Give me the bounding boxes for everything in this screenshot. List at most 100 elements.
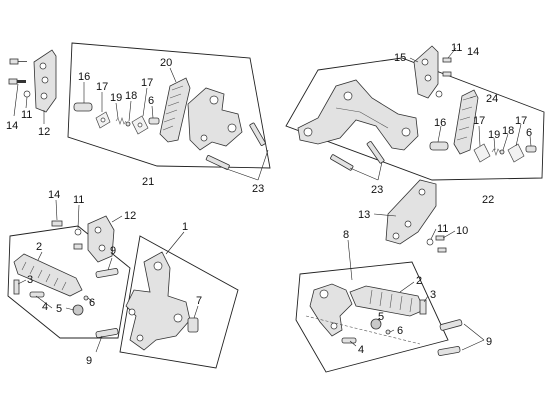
washer bbox=[435, 90, 443, 98]
assembly-frame bbox=[67, 42, 271, 169]
ball bbox=[385, 329, 391, 335]
callout-number: 16 bbox=[78, 71, 90, 83]
callout-number: 3 bbox=[430, 289, 436, 301]
callout-number: 3 bbox=[27, 274, 33, 286]
footpeg bbox=[159, 77, 191, 143]
screw bbox=[8, 78, 26, 85]
callout-number: 9 bbox=[86, 355, 92, 367]
screw bbox=[13, 279, 20, 295]
ball bbox=[125, 121, 131, 127]
screw bbox=[9, 58, 27, 65]
pin bbox=[525, 145, 537, 153]
pin bbox=[429, 141, 449, 151]
callout-number: 18 bbox=[125, 90, 137, 102]
footpeg bbox=[453, 89, 479, 155]
peg-hanger bbox=[187, 87, 243, 151]
callout-number: 6 bbox=[89, 297, 95, 309]
heel-plate bbox=[385, 179, 437, 245]
bolt bbox=[95, 268, 119, 278]
spring bbox=[115, 117, 127, 125]
callout-number: 11 bbox=[21, 109, 32, 121]
callout-number: 17 bbox=[473, 115, 485, 127]
callout-number: 5 bbox=[378, 311, 384, 323]
peg-hanger bbox=[297, 79, 419, 151]
washer bbox=[426, 238, 434, 246]
callout-number: 17 bbox=[96, 81, 108, 93]
callout-number: 10 bbox=[456, 225, 468, 237]
bolt bbox=[439, 319, 463, 331]
assembly-frame bbox=[285, 57, 545, 181]
callout-number: 14 bbox=[6, 120, 18, 132]
bolt bbox=[95, 328, 119, 338]
callout-number: 20 bbox=[160, 57, 172, 69]
screw bbox=[442, 57, 452, 63]
assembly-top-left bbox=[8, 42, 271, 170]
washer bbox=[74, 228, 82, 236]
callout-number: 16 bbox=[434, 117, 446, 129]
callout-number: 24 bbox=[486, 93, 498, 105]
assembly-bottom-left bbox=[7, 215, 239, 369]
bolt bbox=[330, 154, 354, 171]
callout-number: 8 bbox=[343, 229, 349, 241]
callout-number: 7 bbox=[196, 295, 202, 307]
callout-number: 23 bbox=[371, 184, 383, 196]
callout-number: 1 bbox=[182, 221, 188, 233]
bolt bbox=[437, 346, 461, 356]
peg-hanger bbox=[309, 283, 353, 337]
bracket bbox=[473, 143, 491, 163]
callout-number: 22 bbox=[482, 194, 494, 206]
callout-number: 4 bbox=[358, 344, 364, 356]
callout-number: 9 bbox=[110, 245, 116, 257]
bracket bbox=[507, 143, 525, 163]
screw bbox=[51, 220, 63, 227]
callout-number: 12 bbox=[38, 126, 50, 138]
washer bbox=[23, 90, 31, 98]
spring bbox=[491, 148, 501, 156]
callout-number: 6 bbox=[397, 325, 403, 337]
callout-number: 2 bbox=[416, 275, 422, 287]
screw bbox=[442, 71, 452, 77]
assembly-frame bbox=[119, 235, 239, 369]
bolt bbox=[366, 141, 385, 164]
callouts-bottom-right: 13 11 10 8 2 3 5 6 4 9 bbox=[343, 209, 492, 356]
screw bbox=[435, 235, 445, 241]
callout-number: 17 bbox=[515, 115, 527, 127]
callout-number: 15 bbox=[394, 52, 406, 64]
bolt bbox=[205, 155, 230, 170]
callouts-top-right: 15 11 14 24 16 17 19 18 17 6 22 23 bbox=[371, 42, 532, 206]
callout-number: 9 bbox=[486, 336, 492, 348]
callout-number: 6 bbox=[148, 95, 154, 107]
callout-number: 17 bbox=[141, 77, 153, 89]
screw bbox=[419, 299, 427, 315]
callout-number: 5 bbox=[56, 303, 62, 315]
pin bbox=[341, 337, 357, 344]
callout-number: 11 bbox=[451, 42, 462, 54]
pin bbox=[29, 291, 45, 298]
screw bbox=[437, 247, 447, 253]
assembly-top-right bbox=[285, 45, 545, 181]
pin bbox=[148, 117, 160, 125]
ball bbox=[83, 295, 89, 301]
pin bbox=[73, 102, 93, 112]
callout-number: 6 bbox=[526, 127, 532, 139]
footpeg bbox=[13, 253, 83, 297]
heel-plate bbox=[413, 45, 439, 99]
callouts-bottom-left: 14 11 12 1 2 3 9 4 5 6 7 9 bbox=[27, 189, 202, 367]
spring bbox=[370, 318, 382, 330]
leader-lines bbox=[13, 47, 532, 353]
callout-number: 19 bbox=[488, 129, 500, 141]
callout-number: 2 bbox=[36, 241, 42, 253]
callout-number: 14 bbox=[48, 189, 60, 201]
spring bbox=[72, 304, 84, 316]
ball bbox=[499, 149, 505, 155]
callout-number: 23 bbox=[252, 183, 264, 195]
heel-plate bbox=[87, 215, 115, 263]
pin bbox=[187, 317, 199, 333]
callout-number: 4 bbox=[42, 301, 48, 313]
callout-number: 21 bbox=[142, 176, 154, 188]
screw bbox=[73, 243, 83, 250]
callouts-top-left: 14 11 12 16 17 19 18 17 6 20 21 23 bbox=[6, 57, 264, 195]
callout-number: 12 bbox=[124, 210, 136, 222]
callout-number: 11 bbox=[73, 194, 84, 206]
